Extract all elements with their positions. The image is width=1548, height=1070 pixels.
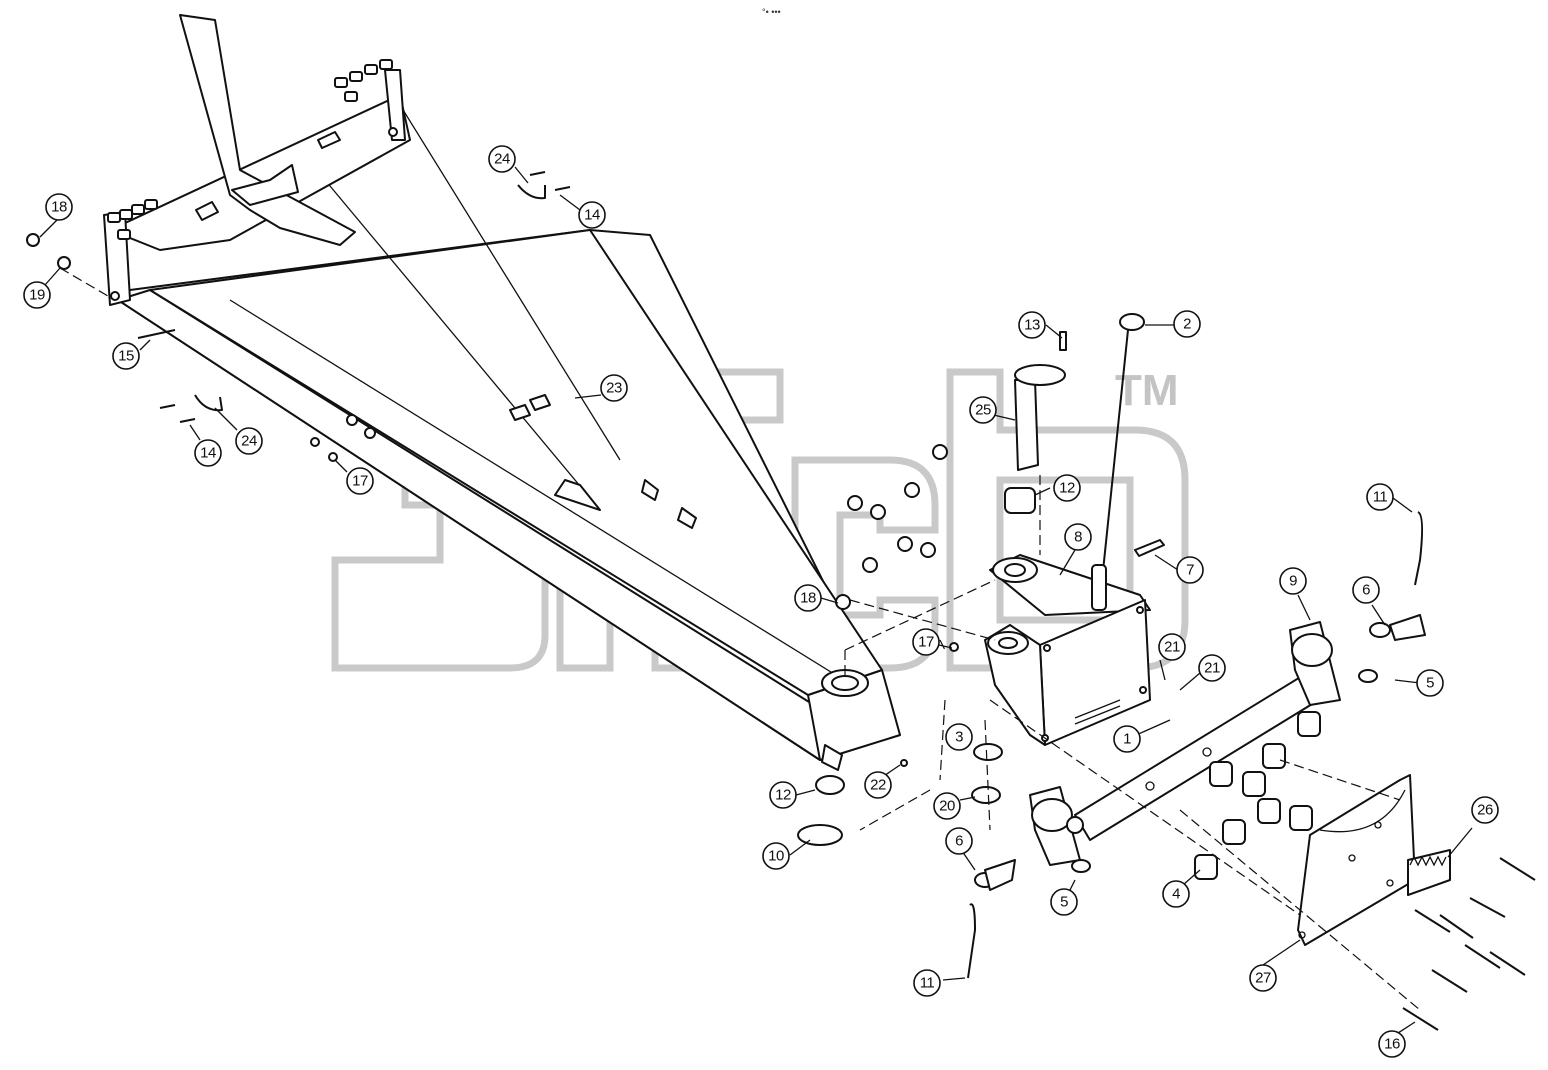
callout-4: 4: [1162, 880, 1190, 908]
header-mark: °• •••: [762, 7, 781, 17]
svg-text:18: 18: [800, 590, 816, 607]
callout-11: 11: [1366, 483, 1394, 511]
callout-5b: 5: [1050, 888, 1078, 916]
callout-21b: 21: [1198, 654, 1226, 682]
callout-27: 27: [1249, 964, 1277, 992]
svg-text:12: 12: [1059, 480, 1075, 497]
svg-text:8: 8: [1074, 529, 1082, 546]
svg-text:9: 9: [1289, 573, 1297, 590]
callout-6: 6: [1352, 576, 1380, 604]
callout-2: 2: [1173, 310, 1201, 338]
svg-text:25: 25: [975, 402, 991, 419]
callout-17: 17: [346, 467, 374, 495]
callout-15: 15: [112, 342, 140, 370]
svg-text:23: 23: [606, 380, 622, 397]
svg-text:11: 11: [920, 975, 935, 992]
svg-text:2: 2: [1183, 316, 1191, 333]
svg-text:14: 14: [200, 445, 216, 462]
svg-text:7: 7: [1186, 562, 1194, 579]
bushings: [1194, 711, 1321, 880]
svg-text:16: 16: [1384, 1036, 1400, 1053]
svg-text:3: 3: [955, 729, 963, 746]
swivel-bracket: [984, 554, 1151, 746]
svg-text:5: 5: [1426, 675, 1434, 692]
svg-text:5: 5: [1060, 894, 1068, 911]
svg-text:17: 17: [918, 634, 934, 651]
callout-9: 9: [1279, 567, 1307, 595]
trademark-symbol: TM: [1115, 366, 1179, 415]
svg-text:13: 13: [1024, 317, 1040, 334]
callout-14: 14: [578, 201, 606, 229]
axle-tube: [1029, 621, 1341, 866]
assembly-lines: [59, 267, 1421, 1011]
pins-and-rod: [1004, 313, 1165, 611]
callout-21: 21: [1158, 633, 1186, 661]
svg-text:21: 21: [1164, 639, 1180, 656]
callout-19: 19: [23, 281, 51, 309]
svg-text:19: 19: [29, 287, 45, 304]
callout-12b: 12: [769, 781, 797, 809]
svg-text:14: 14: [584, 207, 600, 224]
callout-24b: 24: [235, 427, 263, 455]
svg-text:11: 11: [1373, 489, 1388, 506]
callout-20: 20: [933, 792, 961, 820]
callout-24: 24: [488, 145, 516, 173]
svg-text:12: 12: [775, 787, 791, 804]
svg-text:6: 6: [955, 833, 963, 850]
callout-18: 18: [45, 193, 73, 221]
callout-8: 8: [1064, 523, 1092, 551]
callout-5: 5: [1416, 669, 1444, 697]
svg-text:24: 24: [241, 433, 257, 450]
callout-17b: 17: [912, 628, 940, 656]
svg-text:20: 20: [939, 798, 955, 815]
callout-bubbles: 1 2 3 4 5 5 6 6 7 8 9 10 11 11 12 12 13 …: [23, 145, 1499, 1058]
callout-22: 22: [864, 771, 892, 799]
svg-text:17: 17: [352, 473, 368, 490]
callout-16: 16: [1378, 1030, 1406, 1058]
svg-text:6: 6: [1362, 582, 1370, 599]
svg-text:26: 26: [1477, 802, 1493, 819]
callout-18b: 18: [794, 584, 822, 612]
callout-14b: 14: [194, 439, 222, 467]
svg-text:1: 1: [1123, 731, 1131, 748]
callout-25: 25: [969, 396, 997, 424]
svg-text:24: 24: [494, 151, 510, 168]
svg-text:15: 15: [118, 348, 134, 365]
callout-26: 26: [1471, 796, 1499, 824]
callout-7: 7: [1176, 556, 1204, 584]
frame-bolts: [107, 59, 393, 240]
leader-lines: [39, 166, 1473, 1036]
svg-text:4: 4: [1172, 886, 1180, 903]
callout-3: 3: [945, 723, 973, 751]
callout-11b: 11: [913, 969, 941, 997]
callout-13: 13: [1018, 311, 1046, 339]
mounting-plate: [1297, 774, 1451, 946]
loose-nuts: [26, 233, 959, 767]
callout-23: 23: [600, 374, 628, 402]
long-bolts: [1402, 857, 1536, 1031]
callout-6b: 6: [945, 827, 973, 855]
svg-text:27: 27: [1255, 970, 1271, 987]
drawbar-frame: [103, 14, 901, 771]
svg-text:18: 18: [51, 199, 67, 216]
callout-12: 12: [1053, 474, 1081, 502]
callout-10: 10: [762, 842, 790, 870]
svg-text:21: 21: [1204, 660, 1220, 677]
svg-text:22: 22: [870, 777, 886, 794]
svg-text:10: 10: [768, 848, 784, 865]
callout-1: 1: [1113, 725, 1141, 753]
